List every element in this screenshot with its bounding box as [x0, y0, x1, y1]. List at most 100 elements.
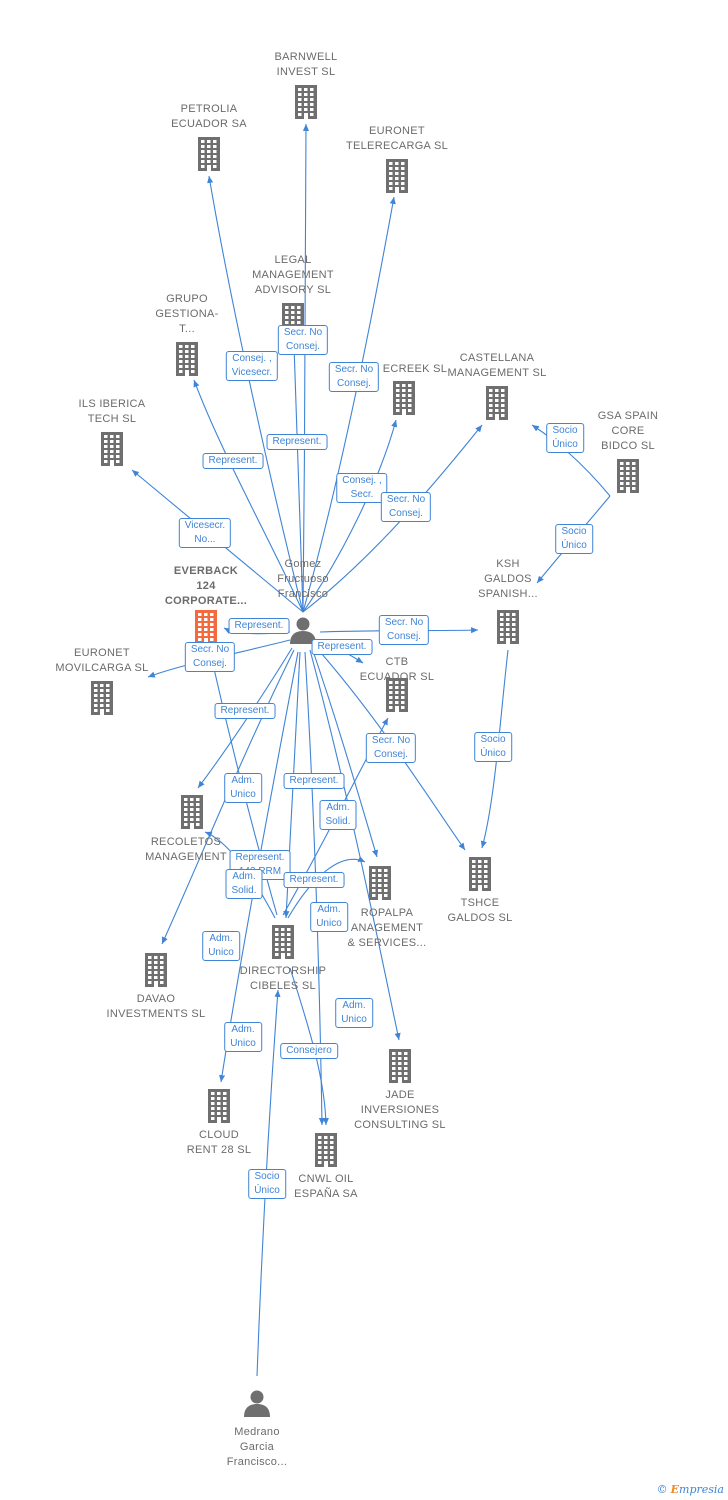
edge-label-directorship-to-ctb[interactable]: Adm.Solid.: [319, 800, 357, 830]
edge-label-gomez-to-ecreek[interactable]: Consej. ,Secr.: [336, 473, 388, 503]
node-label-line: GRUPO: [166, 293, 208, 305]
edge-label-line: Unico: [230, 1038, 256, 1049]
person-icon[interactable]: [243, 1389, 271, 1422]
node-label-line: & SERVICES...: [347, 937, 427, 949]
edge-label-gomez-to-cnwl[interactable]: Adm.Unico: [310, 902, 348, 932]
edge-label-directorship-to-cnwl[interactable]: Consejero: [280, 1043, 338, 1059]
edge-label-line: Consej.: [389, 508, 423, 519]
node-label-line: RENT 28 SL: [186, 1144, 252, 1156]
building-icon[interactable]: [467, 857, 493, 896]
edge-label-gomez-to-recoletos[interactable]: Represent.: [214, 703, 276, 719]
building-icon[interactable]: [387, 1049, 413, 1088]
person-icon[interactable]: [289, 616, 317, 649]
building-icon[interactable]: [384, 678, 410, 717]
edge-label-gomez-to-ils[interactable]: Vicesecr.No...: [178, 518, 232, 548]
building-icon[interactable]: [293, 85, 319, 124]
node-label-line: Francisco...: [226, 1456, 288, 1468]
node-label-line: TSHCE: [460, 897, 500, 909]
edge-label-gomez-to-grupo[interactable]: Represent.: [202, 453, 264, 469]
node-label-line: CIBELES SL: [250, 980, 316, 992]
edge-label-line: Solid.: [325, 816, 351, 827]
building-icon[interactable]: [179, 795, 205, 834]
node-label-line: CORE: [611, 425, 645, 437]
edge-gomez-to-recoletos: [197, 647, 293, 789]
edge-label-line: Secr. No: [384, 617, 424, 628]
edge-label-gomez-to-legal[interactable]: Represent.: [266, 434, 328, 450]
node-label-line: EVERBACK: [173, 565, 239, 577]
building-icon[interactable]: [615, 459, 641, 498]
building-icon[interactable]: [193, 610, 219, 649]
building-icon[interactable]: [99, 432, 125, 471]
edge-gomez-to-barnwell: [302, 123, 310, 613]
building-icon[interactable]: [313, 1133, 339, 1172]
edge-label-gomez-to-davao[interactable]: Adm.Unico: [202, 931, 240, 961]
edge-label-gomez-to-jade[interactable]: Adm.Unico: [335, 998, 373, 1028]
building-icon[interactable]: [196, 137, 222, 176]
building-icon[interactable]: [143, 953, 169, 992]
building-icon[interactable]: [484, 386, 510, 425]
node-label-line: INVESTMENTS SL: [106, 1008, 206, 1020]
edge-label-line: Adm.: [317, 904, 341, 915]
edge-label-line: Represent.: [317, 641, 367, 652]
node-label-line: GSA SPAIN: [597, 410, 659, 422]
empresia-credit[interactable]: ©Empresia: [657, 1483, 724, 1496]
edge-label-directorship-to-recoletos[interactable]: Adm.Solid.: [225, 869, 263, 899]
edge-label-gomez-to-europalpa[interactable]: Represent.: [283, 773, 345, 789]
edge-label-line: Represent.: [289, 874, 339, 885]
building-icon[interactable]: [367, 866, 393, 905]
edge-label-directorship-to-europalpa[interactable]: Represent.: [283, 872, 345, 888]
building-icon[interactable]: [206, 1089, 232, 1128]
node-label-line: ILS IBERICA: [78, 398, 146, 410]
building-icon[interactable]: [495, 610, 521, 649]
building-icon[interactable]: [384, 159, 410, 198]
building-icon[interactable]: [270, 925, 296, 964]
edge-label-gomez-to-ctb[interactable]: Represent.: [311, 639, 373, 655]
edge-label-gomez-to-everback[interactable]: Represent.: [228, 618, 290, 634]
building-icon[interactable]: [174, 342, 200, 381]
node-label-line: GALDOS: [484, 573, 532, 585]
edge-label-gomez-to-cloud[interactable]: Adm.Unico: [224, 1022, 262, 1052]
edge-label-line: Único: [480, 748, 506, 759]
edge-label-gomez-to-petrolia[interactable]: Consej. ,Vicesecr.: [225, 351, 279, 381]
building-icon[interactable]: [89, 681, 115, 720]
building-icon[interactable]: [391, 381, 417, 420]
node-label-line: ECUADOR SA: [171, 118, 247, 130]
brand-name: mpresia: [679, 1483, 724, 1496]
node-label-ecreek[interactable]: ECREEK SL: [350, 362, 480, 377]
node-label-line: CORPORATE...: [164, 595, 248, 607]
node-label-line: JADE: [385, 1089, 415, 1101]
edge-label-gomez-to-directorship[interactable]: Adm.Unico: [224, 773, 262, 803]
